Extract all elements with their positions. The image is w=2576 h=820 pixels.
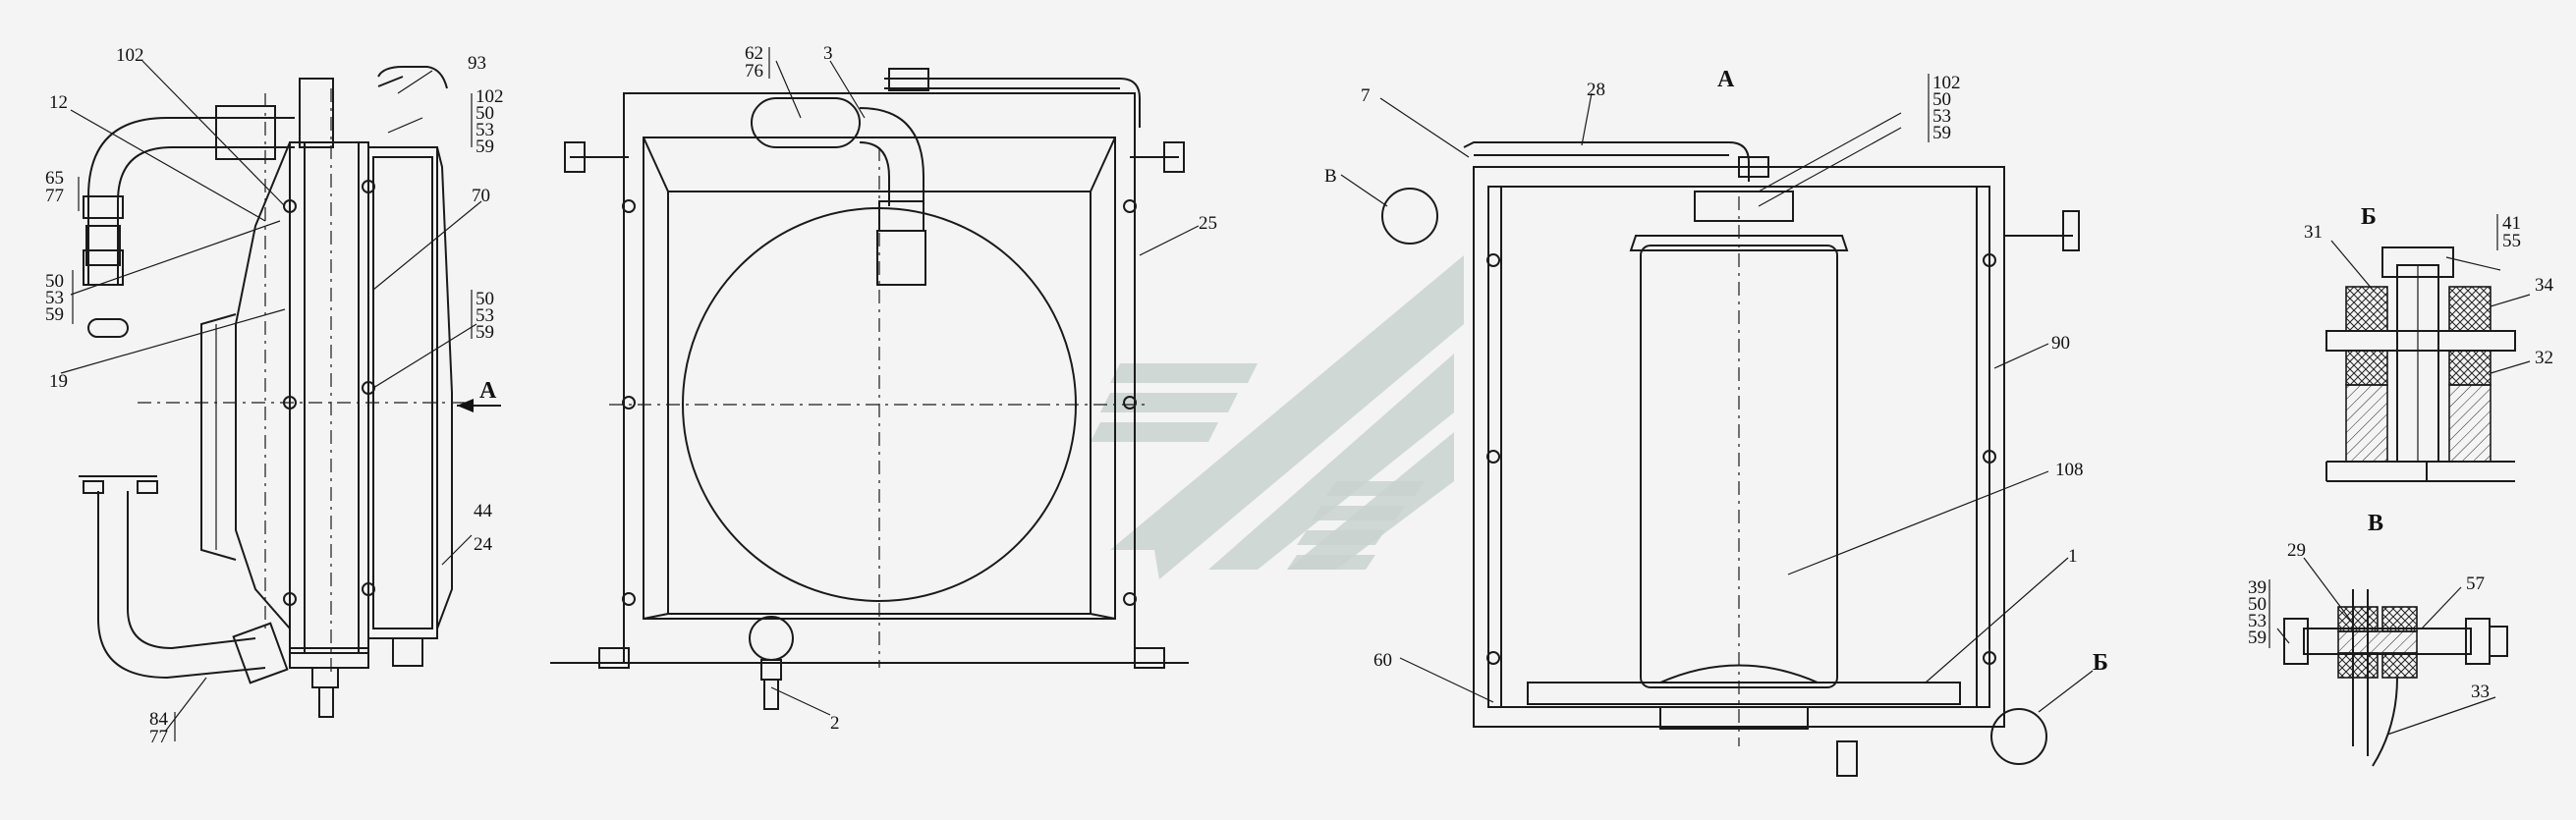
callout-59-a: 59	[476, 137, 494, 157]
callout-53-a: 53	[476, 120, 494, 140]
callout-53-c: 53	[45, 288, 64, 308]
callout-53: 53	[2248, 611, 2267, 631]
callout-50: 50	[1932, 89, 1951, 110]
callout-28: 28	[1587, 80, 1605, 100]
callout-84: 84	[149, 709, 169, 730]
front-view: 62 76 3 25 2	[550, 43, 1217, 734]
callout-102-b: 102	[476, 86, 504, 107]
callout-50-b: 50	[476, 289, 494, 309]
callout-24: 24	[474, 534, 493, 555]
callout-50-c: 50	[45, 271, 64, 292]
callout-55: 55	[2502, 231, 2521, 251]
callout-1: 1	[2068, 546, 2078, 567]
detail-b-marker	[1990, 708, 2047, 765]
callout-62: 62	[745, 43, 763, 64]
callout-77-a: 77	[45, 186, 64, 206]
detail-v: В 29 57 39 50 53 59 33	[2248, 511, 2508, 767]
callout-44: 44	[474, 501, 493, 521]
callout-b-letter: Б	[2093, 650, 2108, 676]
detail-v-marker	[1381, 188, 1438, 245]
hose-clamp-upper	[215, 105, 276, 160]
callout-57: 57	[2466, 574, 2485, 594]
callout-93: 93	[468, 53, 486, 74]
detail-v-title: В	[2368, 511, 2383, 536]
detail-b: Б 31 41 55 34 32	[2304, 204, 2554, 482]
callout-70: 70	[472, 186, 490, 206]
callout-34: 34	[2535, 275, 2554, 296]
callout-v-letter: В	[1324, 166, 1337, 187]
callout-50: 50	[2248, 594, 2267, 615]
callout-65: 65	[45, 168, 64, 189]
callout-102: 102	[1932, 73, 1961, 93]
callout-59-c: 59	[45, 304, 64, 325]
callout-50-a: 50	[476, 103, 494, 124]
side-view: A 102 93 12 102 50 53 59 65 77 70 50 53 …	[45, 45, 504, 747]
callout-2: 2	[830, 713, 840, 734]
callout-29: 29	[2287, 540, 2306, 561]
view-a-title: A	[1717, 67, 1735, 92]
callout-102: 102	[116, 45, 144, 66]
callout-76: 76	[745, 61, 763, 82]
callout-53-b: 53	[476, 305, 494, 326]
callout-53: 53	[1932, 106, 1951, 127]
callout-60: 60	[1373, 650, 1392, 671]
callout-39: 39	[2248, 577, 2267, 598]
callout-32: 32	[2535, 348, 2553, 368]
callout-12: 12	[49, 92, 68, 113]
view-arrow-a-label: A	[479, 378, 497, 404]
callout-3: 3	[823, 43, 833, 64]
callout-7: 7	[1361, 85, 1371, 106]
callout-33: 33	[2471, 682, 2490, 702]
callout-90: 90	[2051, 333, 2070, 354]
callout-108: 108	[2055, 460, 2084, 480]
watermark-logo	[1091, 255, 1464, 579]
detail-b-title: Б	[2361, 204, 2377, 230]
callout-25: 25	[1199, 213, 1217, 234]
view-a: A	[1324, 67, 2108, 777]
callout-31: 31	[2304, 222, 2323, 243]
callout-59: 59	[2248, 628, 2267, 648]
callout-77-b: 77	[149, 727, 168, 747]
callout-41: 41	[2502, 213, 2521, 234]
callout-59: 59	[1932, 123, 1951, 143]
callout-59-b: 59	[476, 322, 494, 343]
callout-19: 19	[49, 371, 68, 392]
